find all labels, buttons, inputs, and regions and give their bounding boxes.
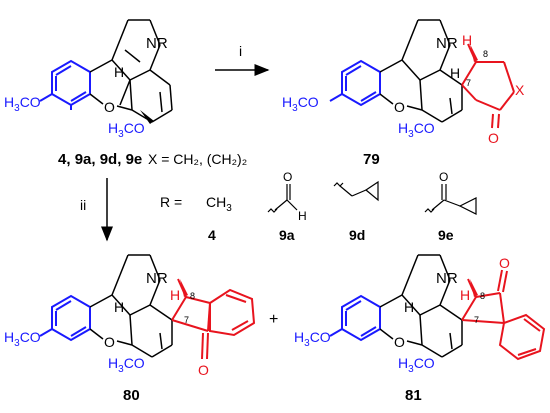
compound-81: NR H H 8 7 O O H3CO H3CO xyxy=(294,254,546,375)
compound-label-80: 80 xyxy=(123,387,140,404)
compound-starting-material: NR H O H3CO H3CO xyxy=(4,19,173,140)
nr-label: NR xyxy=(146,35,168,52)
h-label: H xyxy=(114,64,124,80)
methoxy-c6-79: H3CO xyxy=(398,120,435,140)
position-7-label-81: 7 xyxy=(474,315,479,325)
methoxy-c6-label: H3CO xyxy=(108,120,145,140)
h-label-81: H xyxy=(404,299,414,315)
h-label-80: H xyxy=(114,299,124,315)
h-red-label-81: H xyxy=(460,287,470,303)
r-label-9d: 9d xyxy=(349,227,365,243)
nr-label-81: NR xyxy=(436,270,458,287)
plus-sign: + xyxy=(269,311,278,328)
methoxy-aryl-81: H3CO xyxy=(294,329,331,349)
bridge-oxygen-80: O xyxy=(104,334,115,350)
methoxy-aryl-80: H3CO xyxy=(4,329,41,349)
r-label-9e: 9e xyxy=(438,227,454,243)
methoxy-aryl-79: H3CO xyxy=(282,94,319,114)
position-7-label: 7 xyxy=(466,78,471,88)
r-ch3: CH3 xyxy=(206,194,232,214)
aromatic-ring xyxy=(51,59,91,107)
ketone-o-label-80: O xyxy=(198,362,209,378)
acyl-o: O xyxy=(439,170,448,184)
methoxy-c6-81: H3CO xyxy=(398,355,435,375)
morphinan-skeleton xyxy=(89,19,173,123)
position-7-label-80: 7 xyxy=(184,315,189,325)
substituent-9a xyxy=(267,184,298,213)
ketone-o-label-79: O xyxy=(488,130,499,146)
substituent-9d xyxy=(333,180,379,202)
h-label-79: H xyxy=(450,65,460,81)
position-8-label-81: 8 xyxy=(480,291,485,301)
x-label: X xyxy=(515,82,525,98)
compound-79: NR H H 8 7 X O O H3CO H3CO xyxy=(282,19,525,146)
r-label-9a: 9a xyxy=(279,227,295,243)
bridge-oxygen-81: O xyxy=(394,334,405,350)
aldehyde-o: O xyxy=(283,170,292,184)
bridge-oxygen-label: O xyxy=(104,99,115,115)
methoxy-aryl-label: H3CO xyxy=(4,94,41,114)
aldehyde-h: H xyxy=(298,209,307,223)
compound-label-79: 79 xyxy=(363,151,380,168)
h-red-label-79: H xyxy=(462,32,472,48)
nr-label-79: NR xyxy=(436,35,458,52)
methoxy-c6-80: H3CO xyxy=(108,355,145,375)
bridge-oxygen-79: O xyxy=(394,99,405,115)
x-definition: X = CH₂, (CH₂)₂ xyxy=(148,151,247,167)
ketone-o-label-81: O xyxy=(499,255,510,271)
step-ii-label: ii xyxy=(80,197,86,213)
h-red-label-80: H xyxy=(170,287,180,303)
r-label-4: 4 xyxy=(208,227,216,243)
r-prefix: R = xyxy=(160,194,182,210)
substituent-9e xyxy=(424,184,477,215)
compound-label-starting: 4, 9a, 9d, 9e xyxy=(58,151,142,168)
position-8-label: 8 xyxy=(483,49,488,59)
compound-label-81: 81 xyxy=(405,387,422,404)
position-8-label-80: 8 xyxy=(190,291,195,301)
step-i-label: i xyxy=(239,43,242,59)
compound-80: NR H H 8 7 O O H3CO H3CO xyxy=(4,254,256,378)
nr-label-80: NR xyxy=(146,270,168,287)
